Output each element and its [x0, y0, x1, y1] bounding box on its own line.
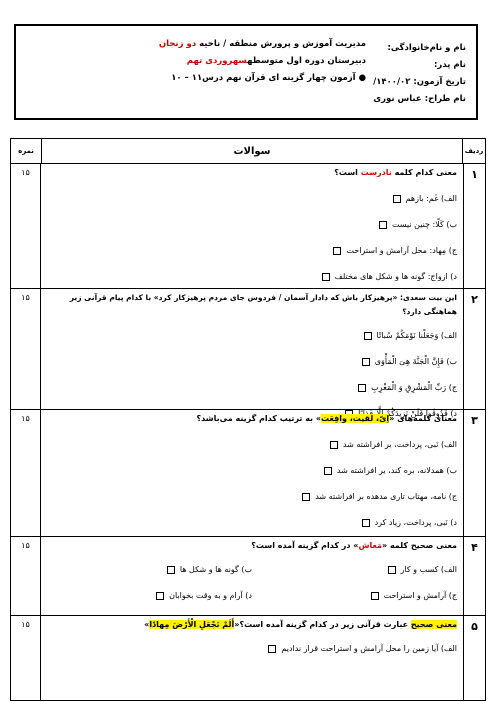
question-score: ۱۵: [11, 289, 41, 409]
question-row-4: ۴ معنی صحیح کلمه «مَعاش» در کدام گزینه آ…: [11, 537, 485, 616]
question-text: معنی صحیح عبارت قرآنی زیر در کدام گزینه …: [144, 620, 457, 629]
question-number: ۲: [463, 289, 485, 409]
option-b[interactable]: ب) گونه ها و شکل ها: [47, 563, 252, 577]
checkbox-icon[interactable]: [329, 441, 338, 449]
option-a[interactable]: الف) غَم: بازهم: [47, 192, 457, 206]
question-row-3: ۳ معنای کلمه‌های «اِیّ، لَقیت، وافِعَت» …: [11, 410, 485, 537]
checkbox-icon[interactable]: [358, 384, 367, 392]
col-num-header: ردیف: [462, 139, 485, 163]
question-number: ۵: [463, 616, 485, 700]
option-c[interactable]: ج) مِهاد: محل آرامش و استراحت: [47, 244, 457, 258]
question-number: ۴: [463, 537, 485, 615]
school-info: مدیریت آموزش و پرورش منطقه / ناحیه دو زن…: [86, 36, 366, 87]
question-score: ۱۵: [11, 164, 41, 288]
checkbox-icon[interactable]: [268, 645, 277, 653]
question-text: این بیت سعدی: «پرهیزکار باش که دادار آسم…: [69, 293, 457, 316]
checkbox-icon[interactable]: [363, 332, 372, 340]
col-questions-header: سوالات: [233, 145, 271, 157]
question-text: معنای کلمه‌های «اِیّ، لَقیت، وافِعَت» به…: [196, 414, 457, 423]
checkbox-icon[interactable]: [361, 358, 370, 366]
checkbox-icon[interactable]: [302, 493, 311, 501]
option-c[interactable]: ج) رَبِّ الْمَشْرِقِ وَ الْمَغْرِبِ: [47, 381, 457, 395]
option-c[interactable]: ج) نامه، مهتاب تاری مدهده بر افراشته شد: [47, 490, 457, 504]
question-row-5: ۵ معنی صحیح عبارت قرآنی زیر در کدام گزین…: [11, 616, 485, 700]
student-info: نام و نام‌خانوادگی: نام پدر: تاریخ آزمون…: [356, 40, 466, 108]
checkbox-icon[interactable]: [378, 221, 387, 229]
option-d[interactable]: د) آرام و به وقت بخوابان: [47, 589, 252, 603]
question-text: معنی کدام کلمه نادرست است؟: [334, 168, 457, 177]
question-score: ۱۵: [11, 410, 41, 536]
designer: نام طراح: عباس نوری: [373, 94, 466, 104]
option-c[interactable]: ج) آرامش و استراحت: [252, 589, 457, 603]
question-row-2: ۲ این بیت سعدی: «پرهیزکار باش که دادار آ…: [11, 289, 485, 418]
checkbox-icon[interactable]: [370, 592, 379, 600]
option-a[interactable]: الف) کسب و کار: [252, 563, 457, 577]
option-a[interactable]: الف) وَجَعَلْنا نَوْمَکُمْ سُباتًا: [47, 329, 457, 343]
question-number: ۱: [463, 164, 485, 288]
checkbox-icon[interactable]: [156, 592, 165, 600]
exam-title: ● آزمون چهار گزینه ای قرآن نهم درس۱۱ – ۱…: [171, 73, 366, 83]
exam-date: تاریخ آزمون: ۱۴۰۰/۰۲/: [373, 77, 466, 87]
option-a[interactable]: الف) آیا زمین را محل آرامش و استراحت قرا…: [47, 642, 457, 656]
region-line: مدیریت آموزش و پرورش منطقه / ناحیه دو زن…: [158, 39, 366, 49]
checkbox-icon[interactable]: [392, 195, 401, 203]
student-name-label: نام و نام‌خانوادگی:: [387, 43, 466, 53]
table-header: ردیف سوالات نمره: [11, 139, 485, 164]
option-d[interactable]: د) نَبی، پرداخت، زیاد کرد: [47, 516, 457, 530]
option-a[interactable]: الف) نَبی، پرداخت، بر افراشته شد: [47, 438, 457, 452]
checkbox-icon[interactable]: [333, 247, 342, 255]
checkbox-icon[interactable]: [361, 519, 370, 527]
exam-header: نام و نام‌خانوادگی: نام پدر: تاریخ آزمون…: [14, 24, 478, 120]
questions-table: ردیف سوالات نمره ۱ معنی کدام کلمه نادرست…: [10, 138, 486, 701]
option-d[interactable]: د) ازواج: گونه ها و شکل های مختلف: [47, 270, 457, 284]
option-b[interactable]: ب) فَإِنَّ الْجَنَّةَ هِیَ الْمَأْوَی: [47, 355, 457, 369]
question-score: ۱۵: [11, 616, 41, 700]
school-line: دبیرستان دوره اول متوسطهسهروردی تهم: [186, 56, 366, 66]
question-score: ۱۵: [11, 537, 41, 615]
option-b[interactable]: ب) کَلّا: چنین نیست: [47, 218, 457, 232]
col-score-header: نمره: [11, 139, 42, 163]
question-text: معنی صحیح کلمه «مَعاش» در کدام گزینه آمد…: [251, 541, 457, 550]
checkbox-icon[interactable]: [323, 467, 332, 475]
question-row-1: ۱ معنی کدام کلمه نادرست است؟ الف) غَم: ب…: [11, 164, 485, 289]
father-name-label: نام پدر:: [434, 60, 466, 70]
checkbox-icon[interactable]: [321, 273, 330, 281]
checkbox-icon[interactable]: [387, 566, 396, 574]
checkbox-icon[interactable]: [166, 566, 175, 574]
option-b[interactable]: ب) همدلانه، بره کند، بر افراشته شد: [47, 464, 457, 478]
question-number: ۳: [463, 410, 485, 536]
